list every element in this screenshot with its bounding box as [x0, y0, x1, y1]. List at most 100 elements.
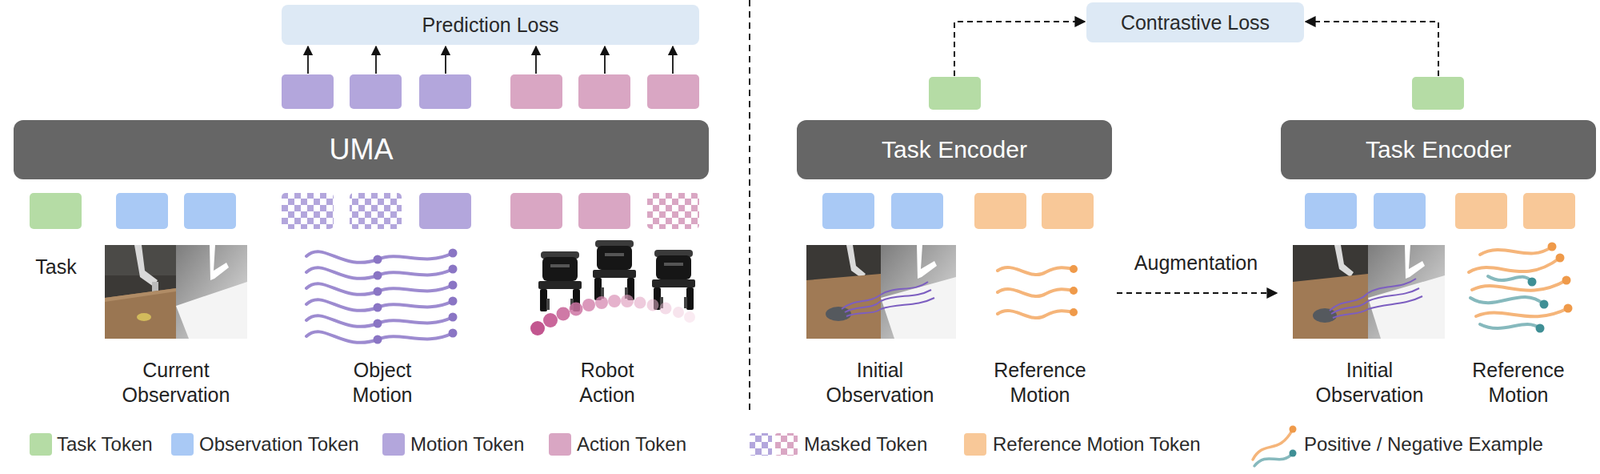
observation-image: [104, 244, 248, 339]
observation-image: [1368, 244, 1445, 339]
encoder-token: [822, 76, 1576, 229]
legend-sample: [749, 425, 1297, 467]
legend-sample: [1254, 452, 1293, 466]
input-token: [281, 192, 334, 229]
object-motion: [306, 312, 458, 328]
observation-image: [176, 244, 248, 339]
legend-swatch: [29, 432, 52, 456]
observation-image: [1292, 244, 1368, 339]
output-token: [419, 74, 472, 109]
loss-box: Contrastive Loss: [1086, 2, 1304, 43]
model-box: UMA: [13, 120, 709, 180]
observation-image: [844, 300, 881, 312]
observation-image: [825, 306, 852, 321]
reference-motion: [1476, 308, 1568, 316]
observation-image: [1292, 244, 1445, 339]
prediction-arrow: [375, 46, 377, 74]
input-token: [349, 192, 402, 229]
prediction-arrow: [604, 46, 606, 74]
action-trajectory: [582, 298, 596, 312]
observation-image: [846, 244, 866, 279]
object-motion: [306, 280, 458, 296]
legend-text: Positive / Negative Example: [1304, 432, 1544, 456]
legend-text: Observation Token: [199, 432, 360, 456]
reference-motion: [1468, 257, 1560, 272]
observation-image: [176, 281, 248, 339]
prediction-arrow: [535, 46, 537, 74]
motion-endpoint: [1528, 242, 1573, 333]
observation-image: [134, 244, 158, 287]
observation-image: [1334, 244, 1354, 277]
observation-image: [916, 244, 937, 279]
legend-sample: [1289, 425, 1297, 433]
reference-motion: [1488, 276, 1532, 282]
observation-image: [880, 289, 932, 301]
motion-endpoint: [1556, 253, 1565, 263]
legend-text: Action Token: [576, 432, 687, 456]
legend-swatch: [171, 432, 194, 456]
legend-text: Masked Token: [804, 432, 928, 456]
input-token: [419, 192, 472, 229]
observation-image: [1292, 273, 1368, 339]
observation-image: [806, 244, 956, 339]
observation-image: [1368, 278, 1416, 293]
output-token: [281, 74, 700, 109]
reference-motion: [1468, 246, 1568, 328]
encoder-token: [1523, 192, 1576, 229]
action-trajectory: [647, 299, 660, 312]
observation-image: [880, 276, 956, 339]
contrastive-arrow: [954, 21, 1085, 76]
legend-sample: [1289, 449, 1297, 457]
caption-label: Task: [20, 254, 92, 280]
action-trajectory: [543, 312, 558, 328]
prediction-arrow: [672, 46, 674, 74]
box-text: Contrastive Loss: [1120, 11, 1270, 35]
observation-image: [1368, 275, 1445, 339]
motion-endpoint: [1528, 277, 1537, 287]
prediction-arrow: [308, 46, 673, 74]
reference-motion: [997, 286, 1078, 296]
augmentation-arrow: [1116, 292, 1277, 294]
observation-image: [1329, 292, 1368, 318]
legend-sample: [775, 432, 798, 456]
reference-motion: [997, 264, 1078, 275]
motion-endpoint: [1540, 300, 1549, 309]
observation-image: [1368, 296, 1423, 309]
robot-gripper: [652, 249, 696, 310]
observation-image: [846, 308, 881, 316]
action-trajectory: [634, 296, 647, 309]
output-token: [578, 74, 631, 109]
contrastive-arrow: [1305, 21, 1439, 76]
observation-image: [104, 288, 176, 339]
observation-image: [152, 281, 159, 292]
encoder-token: [1304, 192, 1357, 229]
box-text: Task Encoder: [1365, 136, 1512, 164]
legend-swatch: [382, 432, 405, 456]
encoder-box: Task Encoder: [796, 120, 1112, 180]
action-trajectory: [608, 294, 621, 308]
reference-motion: [1480, 324, 1540, 328]
observation-image: [104, 288, 176, 302]
observation-image: [1404, 244, 1425, 279]
reference-motion: [1480, 246, 1552, 255]
object-motion: [306, 248, 458, 264]
observation-image: [104, 244, 176, 339]
encoder-token: [1373, 192, 1426, 229]
divider-line: [748, 0, 751, 410]
encoder-box: Task Encoder: [1280, 120, 1596, 180]
reference-motion: [1472, 280, 1567, 291]
observation-image: [841, 294, 881, 316]
robot-gripper: [538, 240, 696, 312]
observation-image: [1368, 278, 1423, 309]
caption-label: Robot Action: [555, 357, 660, 408]
reference-motion: [997, 308, 1078, 318]
box-text: UMA: [329, 132, 394, 166]
box-text: Task Encoder: [881, 136, 1028, 164]
observation-image: [880, 297, 935, 309]
motion-endpoint: [1536, 324, 1545, 333]
observation-image: [136, 312, 152, 321]
observation-image: [880, 244, 956, 339]
encoder-token: [891, 192, 944, 229]
observation-image: [880, 281, 928, 295]
caption-label: Object Motion: [330, 357, 435, 408]
